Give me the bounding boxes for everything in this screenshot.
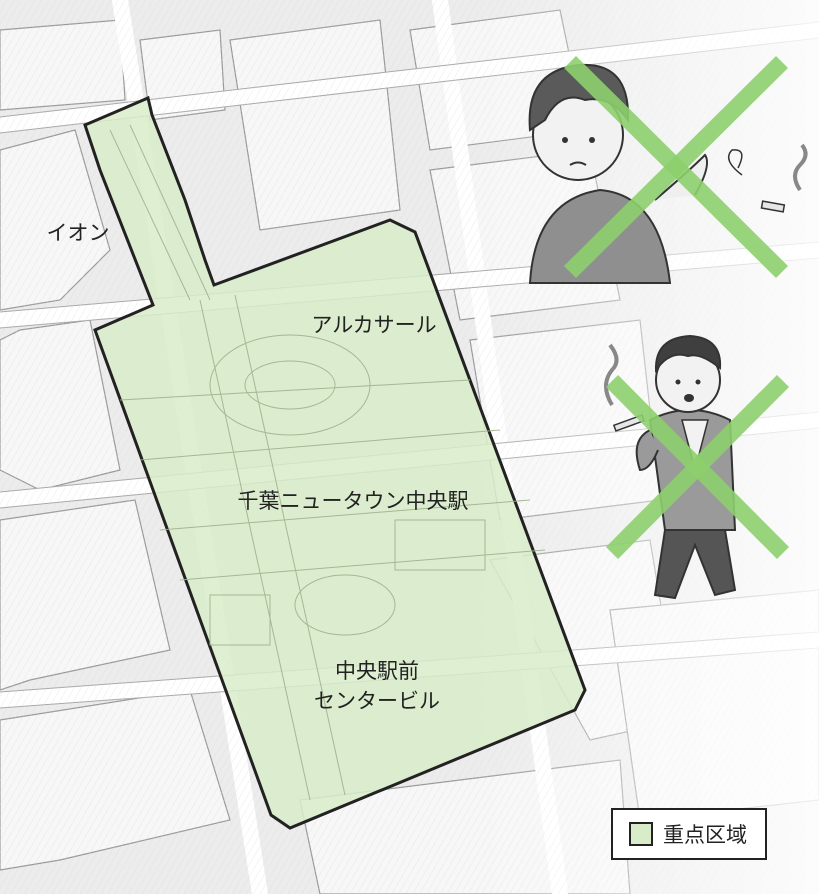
label-center-building-line2: センタービル bbox=[314, 689, 440, 713]
place-labels: イオン アルカサール 千葉ニュータウン中央駅 中央駅前 センタービル bbox=[47, 221, 469, 713]
legend-label: 重点区域 bbox=[663, 823, 747, 847]
cross-mark-icon bbox=[605, 375, 790, 559]
cross-mark-icon bbox=[564, 55, 788, 279]
label-center-building-line1: 中央駅前 bbox=[335, 659, 419, 683]
label-arcasal: アルカサール bbox=[311, 313, 436, 337]
priority-zone bbox=[83, 95, 587, 830]
label-station: 千葉ニュータウン中央駅 bbox=[238, 489, 469, 513]
map-legend: 重点区域 bbox=[611, 808, 767, 860]
legend-swatch bbox=[629, 822, 653, 846]
label-aeon: イオン bbox=[47, 221, 110, 245]
